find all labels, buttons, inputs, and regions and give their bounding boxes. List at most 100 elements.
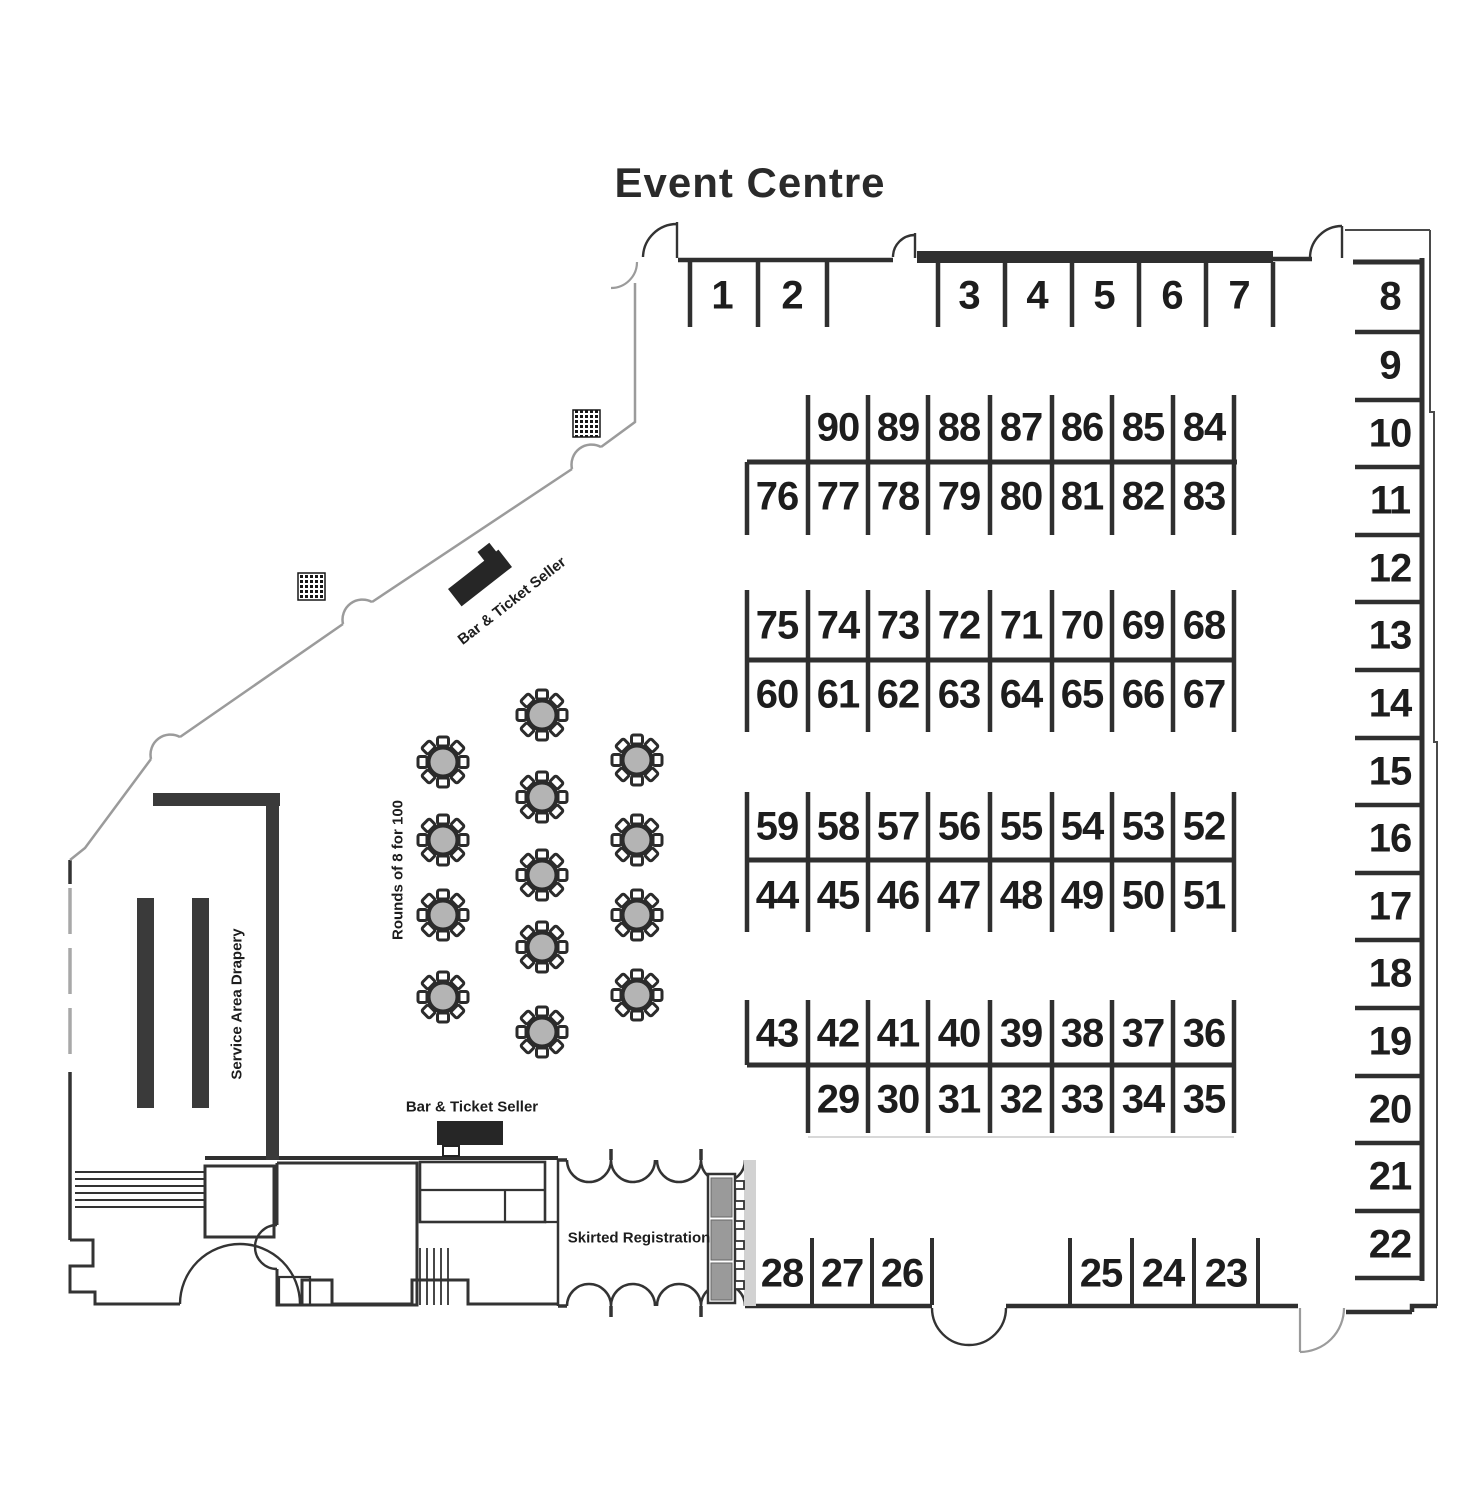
booth-25: 25 <box>1079 1251 1123 1296</box>
booth-23: 23 <box>1204 1251 1248 1296</box>
round-tables <box>416 688 664 1059</box>
service-area-drapery-bars <box>137 793 280 1160</box>
booth-90: 90 <box>816 405 860 450</box>
round-table <box>416 813 470 867</box>
booth-42: 42 <box>816 1011 860 1056</box>
booth-89: 89 <box>876 405 920 450</box>
booth-51: 51 <box>1182 873 1226 918</box>
booth-1: 1 <box>711 273 733 318</box>
booth-29: 29 <box>816 1077 860 1122</box>
booth-43: 43 <box>755 1011 799 1056</box>
booth-38: 38 <box>1060 1011 1104 1056</box>
booth-70: 70 <box>1060 603 1104 648</box>
booth-16: 16 <box>1368 816 1412 861</box>
booth-39: 39 <box>999 1011 1043 1056</box>
booth-78: 78 <box>876 474 920 519</box>
booth-67: 67 <box>1182 672 1226 717</box>
booth-85: 85 <box>1121 405 1165 450</box>
booth-37: 37 <box>1121 1011 1165 1056</box>
round-table <box>610 733 664 787</box>
booth-17: 17 <box>1368 884 1412 929</box>
booth-20: 20 <box>1368 1087 1412 1132</box>
booth-57: 57 <box>876 804 920 849</box>
booth-31: 31 <box>937 1077 981 1122</box>
booth-19: 19 <box>1368 1019 1412 1064</box>
booth-65: 65 <box>1060 672 1104 717</box>
booth-24: 24 <box>1141 1251 1185 1296</box>
booth-11: 11 <box>1369 478 1411 523</box>
round-table <box>515 688 569 742</box>
booth-14: 14 <box>1368 681 1412 726</box>
hatch-marker <box>297 409 601 601</box>
booth-15: 15 <box>1368 749 1412 794</box>
booth-36: 36 <box>1182 1011 1226 1056</box>
door-swings <box>178 222 1346 1354</box>
round-table <box>610 813 664 867</box>
bar-desk-bottom <box>437 1121 503 1157</box>
booth-54: 54 <box>1060 804 1104 849</box>
booth-12: 12 <box>1368 546 1412 591</box>
round-table <box>515 770 569 824</box>
booth-49: 49 <box>1060 873 1104 918</box>
booth-81: 81 <box>1060 474 1104 519</box>
registration-desk <box>706 1160 756 1306</box>
booth-80: 80 <box>999 474 1043 519</box>
bar-desk-diagonal <box>448 542 512 607</box>
booth-79: 79 <box>937 474 981 519</box>
booth-48: 48 <box>999 873 1043 918</box>
round-table <box>416 970 470 1024</box>
booth-76: 76 <box>755 474 799 519</box>
booth-58: 58 <box>816 804 860 849</box>
booth-8: 8 <box>1379 274 1401 319</box>
booth-82: 82 <box>1121 474 1165 519</box>
booth-72: 72 <box>937 603 981 648</box>
booth-40: 40 <box>937 1011 981 1056</box>
booth-41: 41 <box>876 1011 920 1056</box>
registration-chairs <box>734 1180 745 1290</box>
booth-62: 62 <box>876 672 920 717</box>
booth-66: 66 <box>1121 672 1165 717</box>
booth-44: 44 <box>755 873 799 918</box>
booth-9: 9 <box>1379 343 1401 388</box>
round-table <box>416 888 470 942</box>
booth-2: 2 <box>781 273 803 318</box>
booth-75: 75 <box>755 603 799 648</box>
booth-56: 56 <box>937 804 981 849</box>
booth-47: 47 <box>937 873 981 918</box>
page-title: Event Centre <box>614 159 886 206</box>
booth-52: 52 <box>1182 804 1226 849</box>
booth-32: 32 <box>999 1077 1043 1122</box>
round-table <box>610 968 664 1022</box>
booth-61: 61 <box>816 672 860 717</box>
booth-68: 68 <box>1182 603 1226 648</box>
booth-4: 4 <box>1026 273 1048 318</box>
service-area-drapery-label: Service Area Drapery <box>228 928 246 1080</box>
booth-26: 26 <box>880 1251 924 1296</box>
booth-55: 55 <box>999 804 1043 849</box>
booth-46: 46 <box>876 873 920 918</box>
booth-69: 69 <box>1121 603 1165 648</box>
round-table <box>416 735 470 789</box>
diagonal-wall <box>69 283 637 861</box>
booth-6: 6 <box>1161 273 1183 318</box>
round-table <box>515 848 569 902</box>
booth-27: 27 <box>820 1251 864 1296</box>
booth-35: 35 <box>1182 1077 1226 1122</box>
booth-28: 28 <box>760 1251 804 1296</box>
booth-63: 63 <box>937 672 981 717</box>
booth-59: 59 <box>755 804 799 849</box>
booth-3: 3 <box>958 273 980 318</box>
booth-21: 21 <box>1368 1154 1412 1199</box>
bar-ticket-seller-label-bottom: Bar & Ticket Seller <box>405 1098 539 1116</box>
booth-7: 7 <box>1228 273 1250 318</box>
booth-34: 34 <box>1121 1077 1165 1122</box>
booth-86: 86 <box>1060 405 1104 450</box>
booth-60: 60 <box>755 672 799 717</box>
booth-88: 88 <box>937 405 981 450</box>
booth-13: 13 <box>1368 613 1412 658</box>
round-table <box>515 920 569 974</box>
booth-dividers <box>687 260 1420 1306</box>
booth-50: 50 <box>1121 873 1165 918</box>
